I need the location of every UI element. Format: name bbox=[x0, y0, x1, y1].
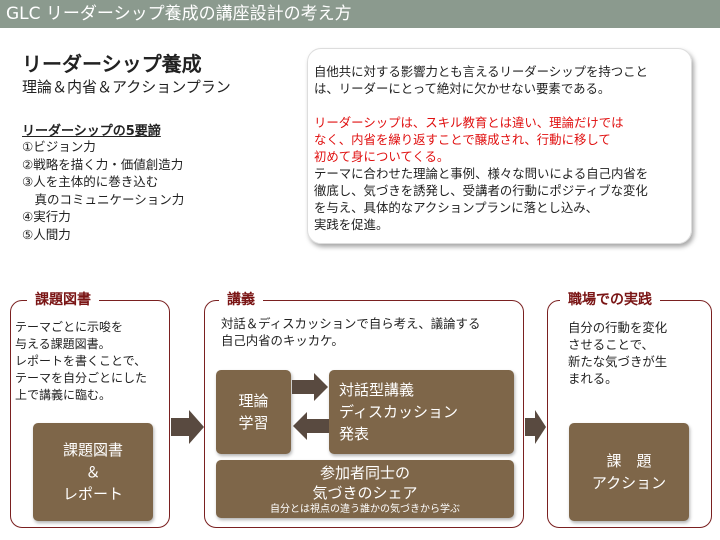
books-heading: 課題図書 bbox=[27, 289, 99, 309]
card-line: を与え、具体的なアクションプランに落とし込み、 bbox=[314, 200, 598, 215]
card-line: 徹底し、気づきを誘発し、受講者の行動にポジティブな変化 bbox=[314, 183, 648, 198]
card-line-emphasis: 初めて身についてくる。 bbox=[314, 149, 450, 164]
action-box: 課 題アクション bbox=[569, 423, 689, 521]
lecture-heading: 講義 bbox=[219, 289, 263, 309]
principle-item: 真のコミュニケーション力 bbox=[22, 191, 185, 207]
intro-title: リーダーシップ養成 bbox=[22, 52, 202, 76]
intro-subtitle: 理論＆内省＆アクションプラン bbox=[22, 78, 231, 96]
books-report-box: 課題図書＆レポート bbox=[33, 423, 153, 521]
principle-item: ④実行力 bbox=[22, 209, 71, 224]
lecture-panel: 講義 対話＆ディスカッションで自ら考え、議論する自己内省のキッカケ。 理論学習 … bbox=[204, 289, 524, 528]
principles-list: ①ビジョン力 ②戦略を描く力・価値創造力 ③人を主体的に巻き込む 真のコミュニケ… bbox=[22, 138, 184, 243]
card-line: テーマに合わせた理論と事例、様々な問いによる自己内省を bbox=[314, 166, 649, 181]
lecture-text: 対話＆ディスカッションで自ら考え、議論する自己内省のキッカケ。 bbox=[221, 316, 481, 348]
books-text: テーマごとに示唆を与える課題図書。レポートを書くことで、テーマを自分ごとにした上… bbox=[15, 320, 148, 402]
card-line: 自他共に対する影響力とも言えるリーダーシップを持つこと bbox=[314, 64, 648, 79]
description-card: 自他共に対する影響力とも言えるリーダーシップを持つこと は、リーダーにとって絶対… bbox=[307, 48, 692, 244]
card-line-emphasis: リーダーシップは、スキル教育とは違い、理論だけでは bbox=[314, 115, 624, 130]
card-line: は、リーダーにとって絶対に欠かせない要素である。 bbox=[314, 81, 611, 96]
principle-item: ①ビジョン力 bbox=[22, 139, 96, 154]
principle-item: ③人を主体的に巻き込む bbox=[22, 174, 159, 189]
principle-item: ⑤人間力 bbox=[22, 226, 71, 242]
card-line: 実践を促進。 bbox=[314, 217, 389, 232]
dialogue-box: 対話型講義ディスカッション発表 bbox=[329, 370, 514, 454]
practice-heading: 職場での実践 bbox=[560, 289, 660, 309]
principles-title: リーダーシップの5要諦 bbox=[22, 124, 161, 139]
books-panel: 課題図書 テーマごとに示唆を与える課題図書。レポートを書くことで、テーマを自分ご… bbox=[10, 289, 170, 528]
practice-text: 自分の行動を変化させることで、新たな気づきが生まれる。 bbox=[568, 320, 668, 386]
theory-box: 理論学習 bbox=[216, 370, 291, 454]
practice-panel: 職場での実践 自分の行動を変化させることで、新たな気づきが生まれる。 課 題アク… bbox=[547, 289, 712, 528]
principle-item: ②戦略を描く力・価値創造力 bbox=[22, 156, 184, 172]
page-header: GLC リーダーシップ養成の講座設計の考え方 bbox=[0, 0, 720, 28]
card-line-emphasis: なく、内省を繰り返すことで醸成され、行動に移して bbox=[314, 132, 611, 147]
share-box: 参加者同士の気づきのシェア 自分とは視点の違う誰かの気づきから学ぶ bbox=[216, 460, 514, 518]
